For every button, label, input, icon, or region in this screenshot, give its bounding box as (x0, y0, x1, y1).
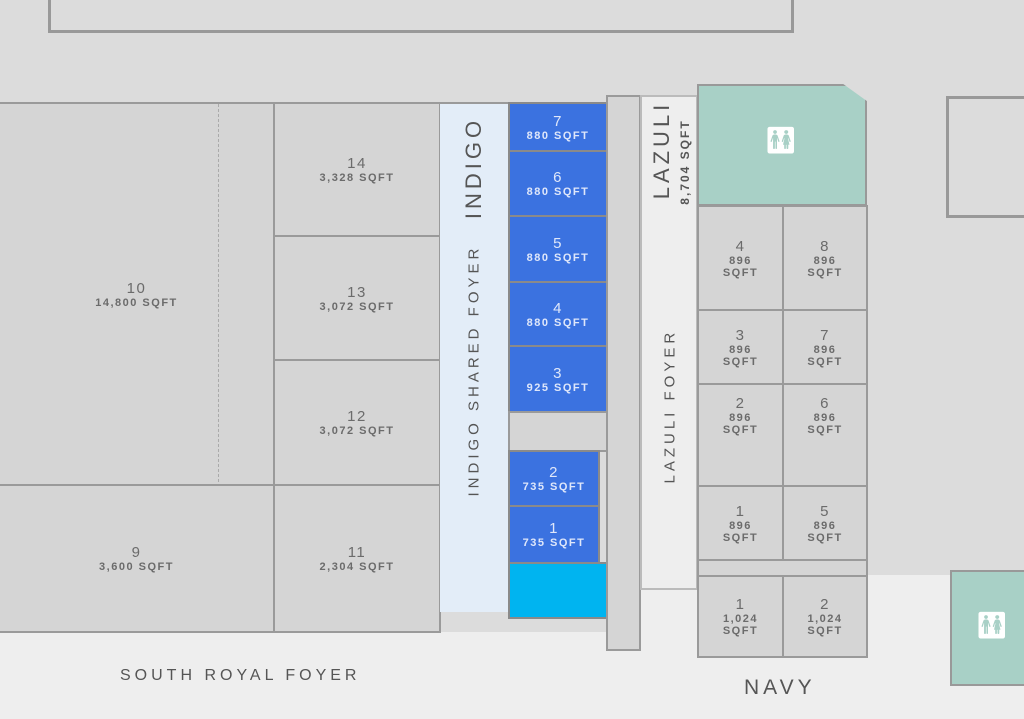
room-sqft: 880 SQFT (526, 129, 590, 142)
room-number: 6 (553, 169, 563, 186)
lazuli-label: LAZULI (649, 100, 674, 200)
restroom-lazuli[interactable] (697, 84, 867, 206)
room-sqft: 896 (729, 519, 752, 532)
restroom-icon: 🚻︎ (764, 125, 798, 155)
room-sqft: 925 SQFT (526, 381, 590, 394)
room-unit: SQFT (722, 266, 759, 279)
room-number: 6 (820, 394, 830, 412)
room-number: 3 (553, 364, 563, 382)
room-number: 4 (735, 237, 746, 255)
room-number: 14 (347, 155, 367, 172)
navy-label: NAVY (744, 676, 816, 699)
room-unit: SQFT (807, 625, 843, 637)
room-number: 5 (553, 234, 563, 252)
selected-space[interactable] (508, 562, 608, 619)
restroom-icon: 🚻︎ (975, 610, 1009, 640)
room-unit: SQFT (722, 531, 759, 544)
indigo-shared-foyer[interactable] (440, 102, 508, 612)
room-sqft: 14,800 SQFT (95, 296, 178, 309)
room-sqft: 880 SQFT (526, 251, 590, 264)
restroom-navy[interactable] (950, 570, 1024, 686)
room-number: 7 (820, 326, 830, 344)
room-sqft: 896 (813, 519, 837, 532)
room-sqft: 2,304 SQFT (319, 561, 395, 573)
room-sqft: 896 (813, 254, 837, 267)
room-sqft: 896 (813, 411, 837, 424)
room-sqft: 1,024 (722, 613, 759, 625)
room-number: 4 (553, 299, 563, 317)
room-number: 12 (347, 408, 367, 425)
room-sqft: 896 (813, 343, 837, 356)
room-sqft: 3,072 SQFT (319, 425, 395, 437)
room-number: 7 (553, 112, 563, 130)
room-number: 13 (347, 283, 367, 301)
room-sqft: 896 (729, 254, 752, 267)
room-number: 2 (549, 464, 559, 481)
room-unit: SQFT (807, 423, 843, 436)
room-sqft: 880 SQFT (526, 186, 590, 198)
room-sqft: 896 (729, 343, 752, 356)
indigo-label: INDIGO (461, 116, 486, 220)
indigo-service-area (508, 411, 608, 452)
room-number: 5 (820, 502, 830, 520)
room-number: 9 (131, 544, 142, 561)
room-number: 1 (735, 502, 746, 520)
room-sqft: 3,072 SQFT (319, 300, 395, 313)
room-number: 3 (735, 326, 746, 344)
service-corridor (606, 95, 641, 651)
room-unit: SQFT (807, 531, 843, 544)
divider (218, 104, 219, 632)
room-unit: SQFT (722, 625, 759, 637)
lazuli-foyer-label: LAZULI FOYER (661, 328, 679, 484)
room-unit: SQFT (807, 355, 843, 368)
top-building-outline (48, 0, 794, 33)
room-sqft: 896 (729, 411, 752, 424)
room-unit: SQFT (722, 423, 759, 436)
room-number: 8 (820, 237, 830, 255)
room-sqft: 3,328 SQFT (319, 172, 395, 184)
room-unit: SQFT (807, 266, 843, 279)
room-sqft: 880 SQFT (526, 316, 590, 329)
room-sqft: 1,024 (807, 613, 843, 625)
room-number: 10 (126, 279, 147, 297)
room-number: 2 (820, 596, 830, 613)
room-number: 1 (735, 596, 746, 613)
right-building-outline (946, 96, 1024, 218)
room-sqft: 735 SQFT (522, 481, 586, 493)
lazuli-foyer[interactable] (640, 95, 698, 590)
south-royal-foyer-label: SOUTH ROYAL FOYER (120, 667, 361, 684)
room-number: 11 (347, 544, 367, 561)
indigo-foyer-label: INDIGO SHARED FOYER (465, 244, 483, 497)
lazuli-sqft: 8,704 SQFT (678, 119, 692, 205)
room-sqft: 735 SQFT (522, 537, 586, 549)
room-number: 1 (549, 520, 559, 537)
room-unit: SQFT (722, 355, 759, 368)
room-sqft: 3,600 SQFT (99, 561, 174, 573)
room-number: 2 (735, 394, 746, 412)
